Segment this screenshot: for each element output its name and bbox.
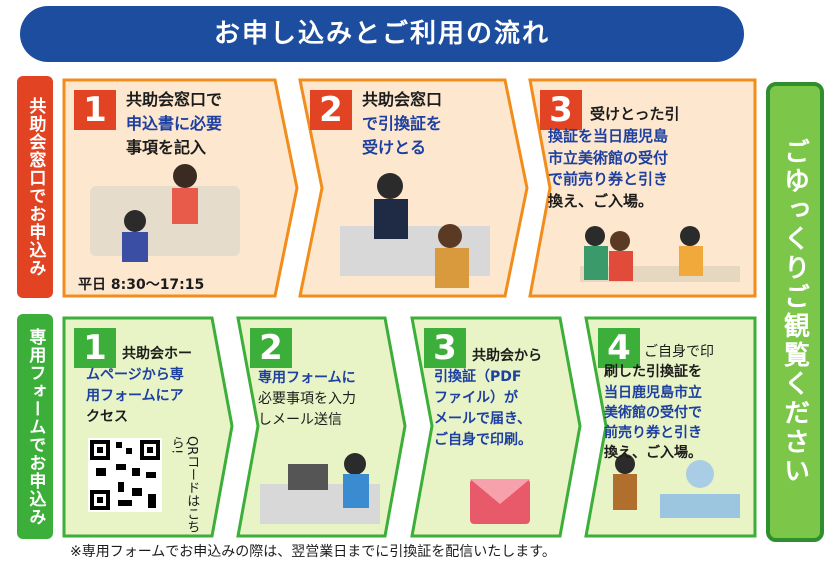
counter-step-3: 3 受けとった引 換証を当日鹿児島 市立美術館の受付 で前売り券と引き 換え、ご…: [530, 80, 755, 296]
form-step-3-arrow: [410, 316, 582, 538]
form-step-2: 2 専用フォームに 必要事項を入力 しメール送信: [240, 318, 390, 536]
step-number: 3: [540, 90, 582, 130]
step-text: 専用フォームに 必要事項を入力 しメール送信: [258, 370, 356, 428]
step-text: 共助会窓口 で引換証を 受けとる: [362, 90, 443, 157]
footnote: ※専用フォームでお申込みの際は、翌営業日までに引換証を配信いたします。: [70, 544, 556, 560]
form-arrows: [62, 316, 757, 538]
step-number: 2: [250, 328, 292, 368]
qr-code[interactable]: [88, 438, 162, 512]
art-illustration: [660, 494, 740, 518]
counter-step-2: 2 共助会窓口 で引換証を 受けとる: [300, 80, 505, 296]
step-text: ご自身で印 刷した引換証を 当日鹿児島市立 美術館の受付で 前売り券と引き 換え…: [604, 344, 714, 462]
step-text: 共助会ホー ムページから専 用フォームにア クセス: [86, 346, 192, 425]
closing-banner: [766, 82, 824, 542]
form-step-3: 3 共助会から 引換証（PDF ファイル）が メールで届き、 ご自身で印刷。: [414, 318, 564, 536]
form-step-4: 4 ご自身で印 刷した引換証を 当日鹿児島市立 美術館の受付で 前売り券と引き …: [588, 318, 758, 536]
step-number: 1: [74, 90, 116, 130]
title-banner: [20, 6, 744, 62]
step-number: 2: [310, 90, 352, 130]
form-step-1: 1 共助会ホー ムページから専 用フォームにア クセス QRコードはこちら!: [64, 318, 214, 536]
counter-step-3-arrow: [528, 78, 757, 298]
qr-note: QRコードはこちら!: [168, 436, 200, 534]
step-number: 4: [598, 328, 640, 368]
step-text: 受けとった引 換証を当日鹿児島 市立美術館の受付 で前売り券と引き 換え、ご入場…: [548, 105, 680, 210]
business-hours: 平日 8:30〜17:15: [78, 274, 205, 294]
counter-arrows: [62, 78, 757, 298]
step-number: 1: [74, 328, 116, 368]
step-text: 共助会窓口で 申込書に必要 事項を記入: [126, 90, 223, 157]
step-number: 3: [424, 328, 466, 368]
counter-step-1: 1 共助会窓口で 申込書に必要 事項を記入 平日 8:30〜17:15: [64, 80, 274, 296]
page-title: お申し込みとご利用の流れ: [213, 19, 550, 49]
step-text: 共助会から 引換証（PDF ファイル）が メールで届き、 ご自身で印刷。: [434, 348, 542, 448]
counter-section-label: 共助会窓口でお申込み: [17, 76, 53, 298]
form-section-label: 専用フォームでお申込み: [17, 314, 53, 539]
closing-text: ごゆっくりご観覧ください: [779, 138, 810, 486]
